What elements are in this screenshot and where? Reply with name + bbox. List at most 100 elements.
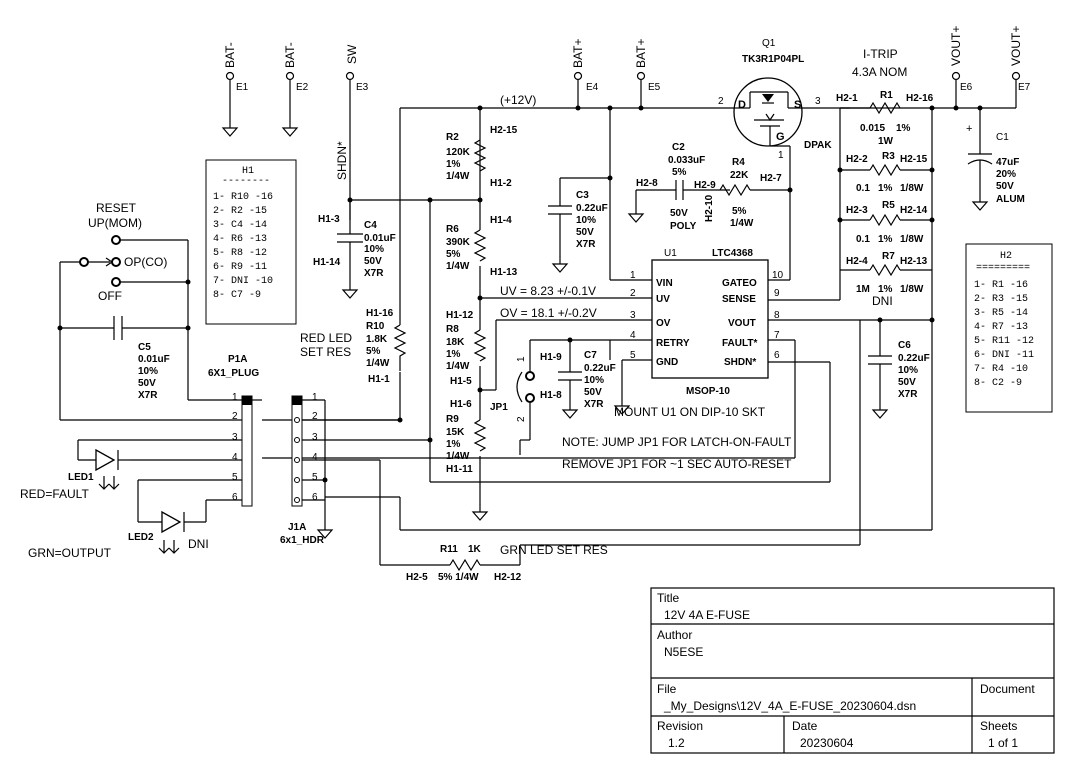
- svg-text:1%: 1%: [878, 183, 893, 194]
- svg-text:C2: C2: [672, 142, 685, 153]
- svg-text:1: 1: [516, 356, 527, 362]
- svg-text:ALUM: ALUM: [996, 194, 1025, 205]
- svg-text:1K: 1K: [468, 544, 482, 555]
- q1-mosfet: Q1 TK3R1P04PL D S G 2 3 1 DPAK: [718, 38, 850, 280]
- h2-table: H2 ========= 1- R1 -16 2- R3 -15 3- R5 -…: [965, 243, 1053, 413]
- terminal-e6: VOUT+ E6: [949, 26, 973, 108]
- svg-text:LED2: LED2: [128, 532, 154, 543]
- svg-text:R6: R6: [446, 224, 459, 235]
- svg-text:1%: 1%: [878, 284, 893, 295]
- svg-text:MSOP-10: MSOP-10: [686, 386, 730, 397]
- svg-text:Document: Document: [980, 682, 1035, 696]
- svg-text:H2-5: H2-5: [406, 572, 428, 583]
- svg-text:1- R10 -16: 1- R10 -16: [213, 192, 273, 203]
- svg-text:1/4W: 1/4W: [730, 218, 754, 229]
- itrip-label: I-TRIP 4.3A NOM: [852, 47, 907, 79]
- svg-text:E6: E6: [960, 82, 973, 93]
- svg-text:H1-14: H1-14: [313, 257, 341, 268]
- svg-text:I-TRIP: I-TRIP: [863, 47, 898, 61]
- h1-table: H1 -------- 1- R10 -16 2- R2 -15 3- C4 -…: [205, 159, 297, 325]
- svg-text:R9: R9: [446, 414, 459, 425]
- svg-text:H1-9: H1-9: [540, 352, 562, 363]
- reset-switch[interactable]: RESET UP(MOM) OP(CO) OFF: [59, 201, 240, 421]
- svg-text:Date: Date: [792, 719, 818, 733]
- svg-text:H1-12: H1-12: [446, 310, 474, 321]
- svg-text:BAT-: BAT-: [283, 42, 297, 68]
- svg-text:5%: 5%: [732, 206, 747, 217]
- svg-text:=========: =========: [976, 263, 1030, 274]
- svg-text:0.1: 0.1: [856, 183, 870, 194]
- svg-text:U1: U1: [664, 248, 677, 259]
- svg-text:1: 1: [630, 270, 636, 281]
- svg-text:6X1_PLUG: 6X1_PLUG: [208, 368, 259, 379]
- svg-text:47uF: 47uF: [996, 157, 1019, 168]
- svg-text:E1: E1: [236, 82, 249, 93]
- svg-text:6: 6: [312, 492, 318, 503]
- svg-text:1/8W: 1/8W: [900, 284, 924, 295]
- svg-text:6- DNI -11: 6- DNI -11: [974, 350, 1034, 361]
- svg-text:1: 1: [312, 392, 318, 403]
- svg-text:0.22uF: 0.22uF: [584, 363, 616, 374]
- j1a-header: 1 2 3 4 5 6 J1A 6x1_HDR: [280, 392, 430, 565]
- svg-text:LED1: LED1: [68, 472, 94, 483]
- svg-text:OFF: OFF: [98, 289, 122, 303]
- svg-text:R2: R2: [446, 132, 459, 143]
- svg-text:H1-1: H1-1: [368, 374, 390, 385]
- svg-text:5- R11 -12: 5- R11 -12: [974, 336, 1034, 347]
- svg-text:4: 4: [232, 452, 238, 463]
- svg-text:SHDN*: SHDN*: [335, 141, 349, 180]
- svg-text:P1A: P1A: [228, 354, 247, 365]
- svg-text:SHDN*: SHDN*: [724, 357, 756, 368]
- svg-text:VIN: VIN: [656, 278, 673, 289]
- svg-text:12V 4A E-FUSE: 12V 4A E-FUSE: [664, 608, 750, 622]
- svg-text:2: 2: [232, 411, 238, 422]
- svg-text:0.01uF: 0.01uF: [138, 354, 170, 365]
- svg-text:REMOVE JP1 FOR ~1 SEC AUTO-RES: REMOVE JP1 FOR ~1 SEC AUTO-RESET: [562, 457, 792, 471]
- svg-text:VOUT+: VOUT+: [949, 26, 963, 66]
- svg-text:D: D: [738, 99, 746, 111]
- svg-text:3- R5 -14: 3- R5 -14: [974, 308, 1028, 319]
- svg-text:0.033uF: 0.033uF: [668, 155, 705, 166]
- rail-12v: (+12V): [262, 93, 735, 421]
- svg-text:(+12V): (+12V): [500, 93, 536, 107]
- led1: LED1 RED=FAULT: [20, 448, 130, 501]
- jp1-jumper[interactable]: 1 2 JP1: [490, 339, 610, 455]
- svg-text:LTC4368: LTC4368: [712, 248, 753, 259]
- svg-text:X7R: X7R: [138, 390, 158, 401]
- svg-text:H1: H1: [242, 166, 254, 177]
- svg-text:20%: 20%: [996, 169, 1016, 180]
- svg-text:H1-11: H1-11: [446, 464, 473, 475]
- svg-text:H1-2: H1-2: [490, 178, 512, 189]
- svg-text:H2-2: H2-2: [846, 154, 868, 165]
- svg-text:1.8K: 1.8K: [366, 334, 388, 345]
- svg-text:E7: E7: [1018, 82, 1031, 93]
- svg-text:6- R9 -11: 6- R9 -11: [213, 262, 267, 273]
- svg-text:_My_Designs\12V_4A_E-FUSE_2023: _My_Designs\12V_4A_E-FUSE_20230604.dsn: [663, 699, 916, 713]
- svg-text:File: File: [657, 682, 677, 696]
- svg-text:X7R: X7R: [584, 399, 604, 410]
- svg-text:0.22uF: 0.22uF: [898, 353, 930, 364]
- svg-text:UV: UV: [656, 294, 670, 305]
- svg-text:RESET: RESET: [96, 201, 137, 215]
- svg-text:DNI: DNI: [188, 537, 209, 551]
- svg-text:H2-15: H2-15: [900, 154, 928, 165]
- svg-text:H2-9: H2-9: [694, 180, 716, 191]
- svg-text:6: 6: [774, 350, 780, 361]
- svg-text:DPAK: DPAK: [804, 140, 832, 151]
- svg-text:0.1: 0.1: [856, 234, 870, 245]
- svg-text:50V: 50V: [576, 227, 594, 238]
- svg-text:4: 4: [312, 452, 318, 463]
- svg-text:POLY: POLY: [670, 221, 697, 232]
- svg-text:1/4W: 1/4W: [446, 171, 470, 182]
- svg-text:1/8W: 1/8W: [900, 234, 924, 245]
- svg-text:DNI: DNI: [872, 294, 893, 308]
- svg-text:JP1: JP1: [490, 402, 508, 413]
- terminal-e2: BAT- E2: [282, 42, 309, 137]
- svg-text:8- C2 -9: 8- C2 -9: [974, 378, 1022, 389]
- c4-capacitor: H1-3 H1-14 C4 0.01uF 10% 50V X7R: [313, 199, 480, 299]
- svg-text:X7R: X7R: [898, 389, 918, 400]
- svg-text:R5: R5: [882, 200, 895, 211]
- svg-text:RED=FAULT: RED=FAULT: [20, 487, 89, 501]
- svg-text:5%: 5%: [366, 346, 381, 357]
- svg-text:1: 1: [778, 150, 784, 161]
